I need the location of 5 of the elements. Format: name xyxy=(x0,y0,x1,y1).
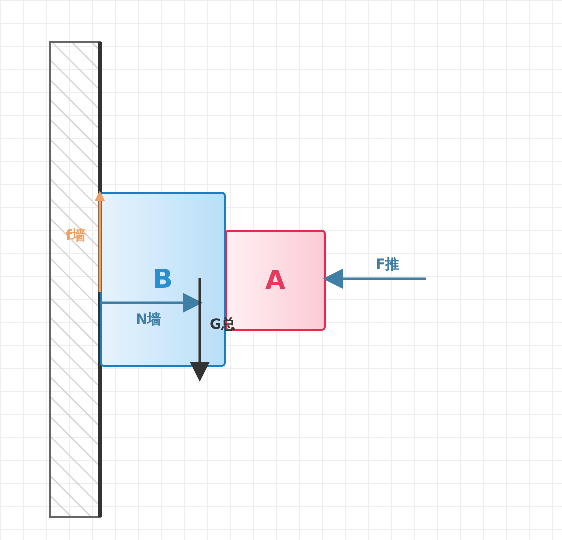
block-letter: A xyxy=(265,266,286,296)
block-letter: B xyxy=(153,264,173,294)
force-label: F推 xyxy=(376,256,400,274)
force-label: N墙 xyxy=(136,311,162,329)
force-label: f墙 xyxy=(66,227,86,245)
